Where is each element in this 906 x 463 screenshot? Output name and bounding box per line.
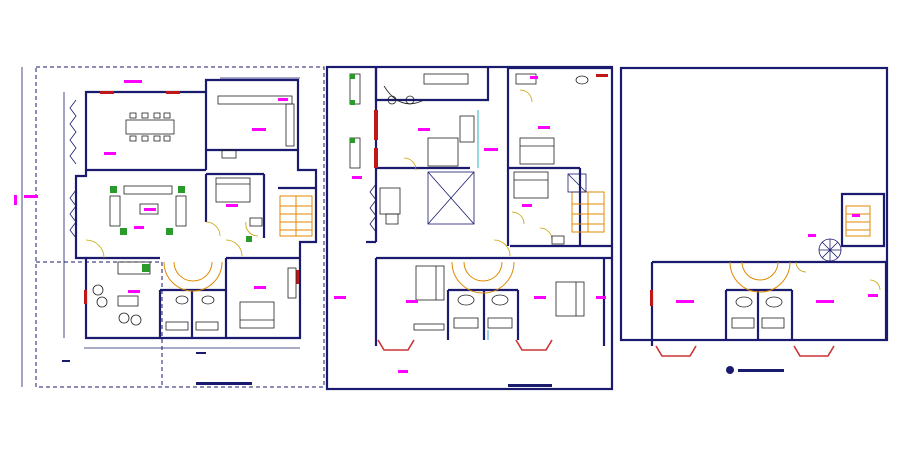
terrace-floor-plan	[619, 66, 889, 374]
north-arrow-icon	[726, 366, 734, 374]
ground-floor-plan	[14, 66, 325, 388]
terrace-floor-caption	[738, 369, 784, 372]
bed-icon	[215, 177, 251, 203]
double-height-void	[427, 171, 475, 225]
plot-boundary	[35, 66, 325, 388]
first-floor-plan	[325, 65, 614, 391]
first-floor-site-boundary	[325, 65, 614, 391]
ground-floor-caption	[196, 382, 252, 385]
spiral-stair-icon	[818, 238, 842, 262]
dining-table-icon	[125, 112, 175, 142]
terrace-site-boundary	[619, 66, 889, 342]
plant-icon	[110, 186, 117, 193]
spiral-stair-icon	[163, 261, 223, 292]
stair-icon	[279, 195, 313, 237]
first-floor-caption	[508, 384, 552, 387]
ground-floor-outer-wall	[74, 78, 318, 340]
sofa-icon	[109, 185, 187, 227]
bay-window	[377, 339, 415, 351]
